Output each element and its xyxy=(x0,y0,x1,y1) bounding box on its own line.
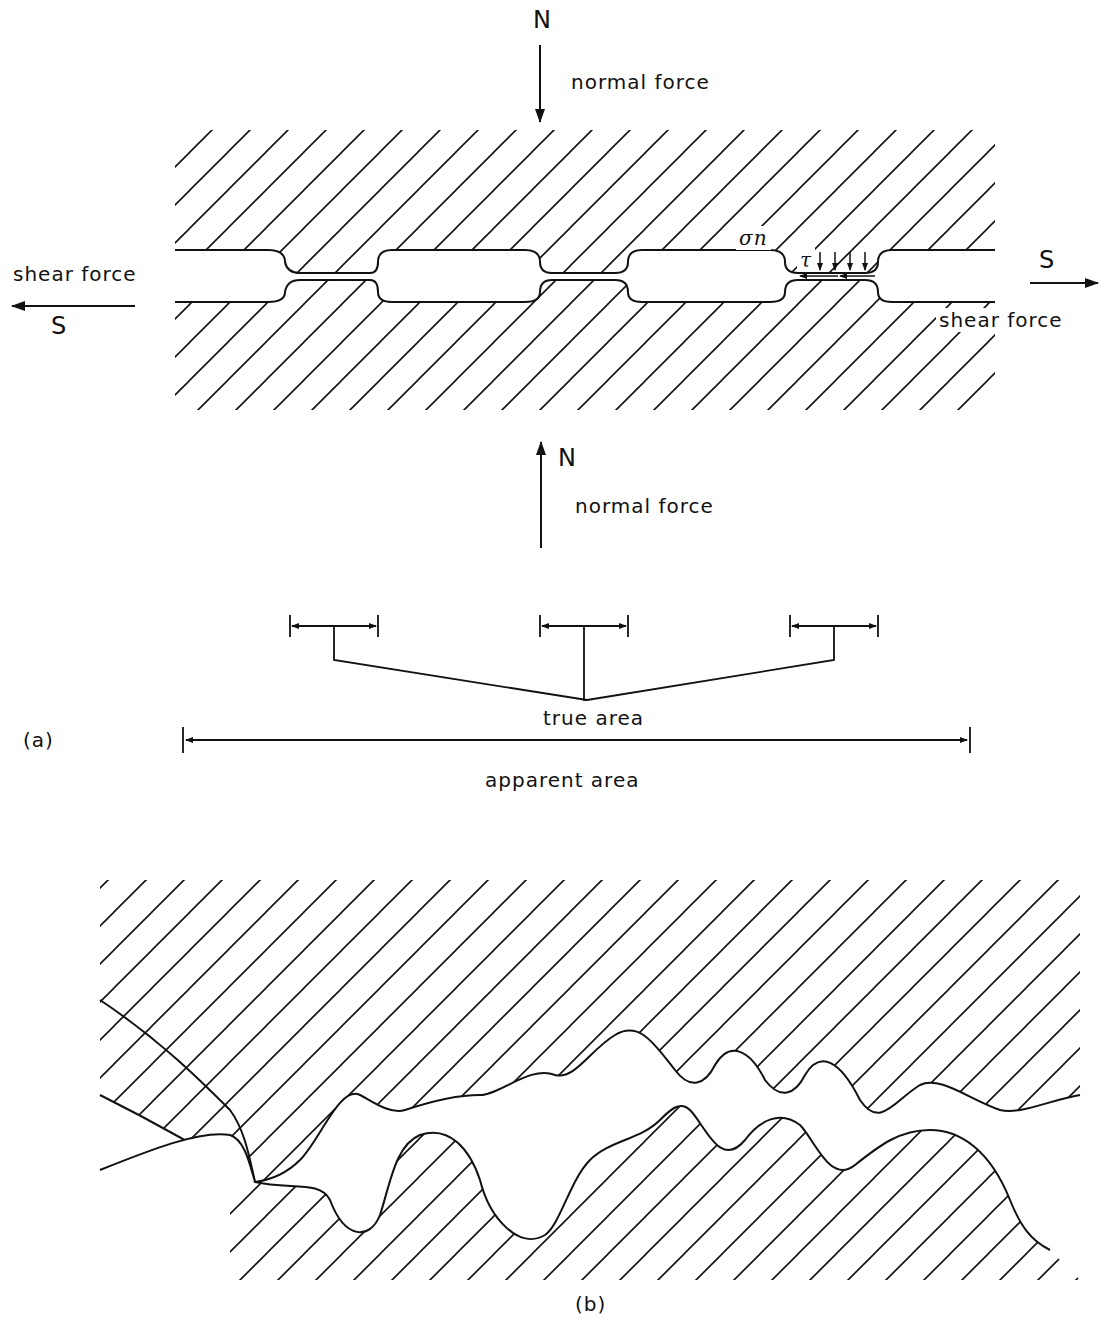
force-symbol: S xyxy=(1036,246,1058,275)
stress-symbol: τ xyxy=(797,248,815,272)
force-symbol: N xyxy=(530,6,555,35)
force-name: normal force xyxy=(568,70,713,94)
stress-symbol: σn xyxy=(736,226,771,250)
area-label: apparent area xyxy=(482,768,642,792)
area-label: true area xyxy=(540,706,647,730)
force-symbol: N xyxy=(555,444,580,473)
figure-tag: (b) xyxy=(572,1292,609,1316)
force-name: shear force xyxy=(10,262,140,286)
force-name: normal force xyxy=(572,494,717,518)
force-symbol: S xyxy=(48,312,70,341)
force-name: shear force xyxy=(936,308,1066,332)
figure-tag: (a) xyxy=(20,728,57,752)
